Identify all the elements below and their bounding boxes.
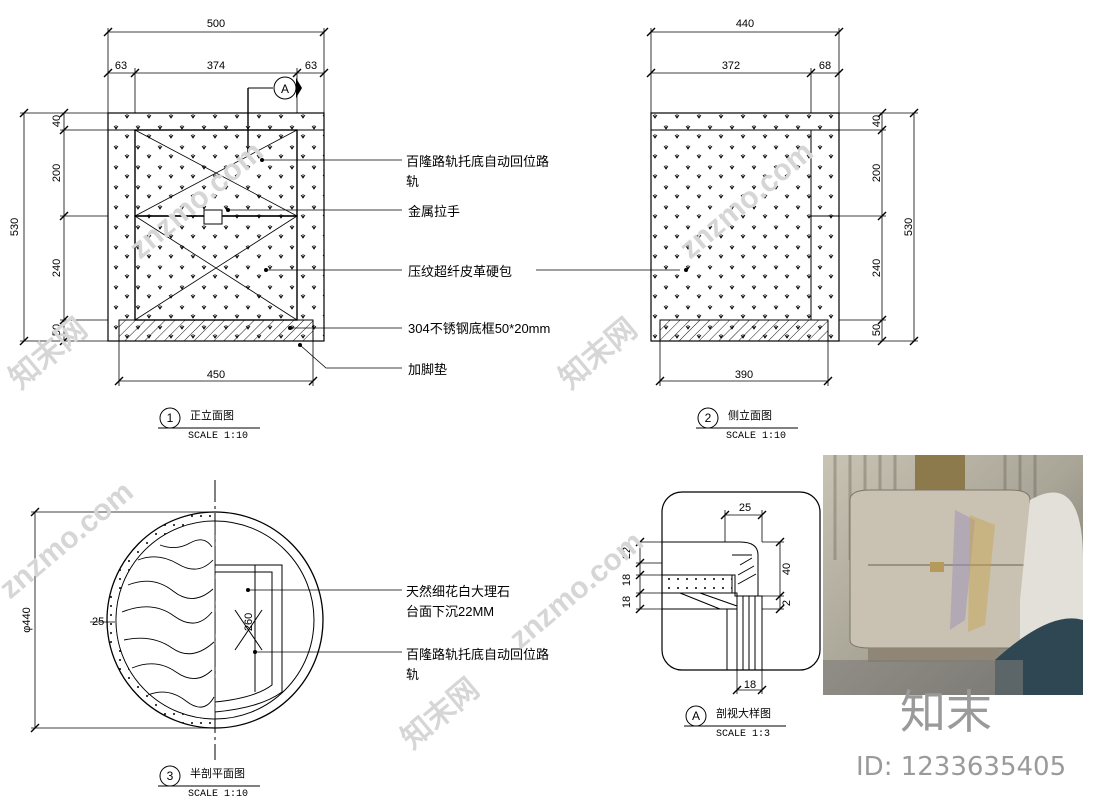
front-caption-title: 正立面图 [190, 408, 234, 422]
watermark-brand-1: 知末网 [3, 312, 93, 395]
detail-caption-title: 剖视大样图 [716, 706, 771, 720]
front-dim-total-width: 500 [207, 18, 225, 30]
front-cabinet-body [107, 112, 325, 342]
front-elevation: 500 63 374 63 450 530 40 200 240 50 A [9, 18, 688, 442]
callout-rail2-line2: 轨 [406, 667, 419, 682]
side-dim-h3: 240 [871, 259, 883, 277]
callouts: 百隆路轨托底自动回位路 轨 金属拉手 压纹超纤皮革硬包 304不锈钢底框50*2… [406, 154, 550, 682]
plan-dim-drawer: 260 [243, 613, 255, 631]
side-top-band [650, 112, 840, 131]
detail-caption-number: A [692, 709, 700, 723]
plan-marble-top [115, 520, 216, 720]
callout-handle: 金属拉手 [408, 204, 460, 219]
front-dim-side-left: 63 [115, 60, 127, 72]
front-dim-h1: 40 [51, 115, 63, 127]
front-caption: 1 正立面图 SCALE 1:10 [158, 407, 260, 442]
front-metal-handle [203, 209, 223, 225]
side-caption-number: 2 [705, 411, 712, 425]
watermark-logo: 知末 [900, 686, 992, 738]
front-dim-bottom-width: 450 [207, 369, 225, 381]
plan-caption: 3 半剖平面图 SCALE 1:10 [158, 765, 260, 800]
watermark-id: ID: 1233635405 [856, 752, 1066, 782]
plan-dim-offset: 25 [92, 616, 104, 628]
callout-foot: 加脚垫 [408, 362, 447, 377]
plan-dim-diameter: φ440 [21, 607, 33, 633]
side-caption-scale: SCALE 1:10 [726, 431, 786, 442]
detail-dim-right40: 40 [781, 563, 793, 575]
detail-dim-top: 25 [739, 502, 751, 514]
detail-dim-h18a: 18 [621, 574, 633, 586]
section-marker-label: A [281, 82, 289, 96]
front-dim-side-right: 63 [305, 60, 317, 72]
detail-dim-h18b: 18 [621, 596, 633, 608]
side-base-frame [659, 319, 829, 342]
callout-marble-line1: 天然细花白大理石 [406, 584, 510, 599]
callout-marble-line2: 台面下沉22MM [406, 604, 494, 619]
side-elevation: 440 372 68 390 530 40 200 240 50 2 侧立面图 … [646, 18, 919, 442]
side-dim-h1: 40 [871, 115, 883, 127]
detail-caption: A 剖视大样图 SCALE 1:3 [684, 705, 786, 740]
side-dim-center: 372 [722, 60, 740, 72]
side-dim-side-right: 68 [819, 60, 831, 72]
watermark-site-2: znzmo.com [503, 525, 649, 655]
front-dim-center: 374 [207, 60, 225, 72]
reference-photo [823, 455, 1083, 695]
callout-frame: 304不锈钢底框50*20mm [408, 321, 550, 336]
front-base-frame [118, 319, 314, 342]
side-dim-total-width: 440 [736, 18, 754, 30]
watermark-brand-3: 知末网 [395, 672, 485, 755]
side-dim-h4: 50 [871, 324, 883, 336]
side-caption: 2 侧立面图 SCALE 1:10 [696, 407, 798, 442]
plan-view: φ440 25 260 3 半剖平面图 SCALE 1:10 [21, 480, 402, 800]
callout-rail2-line1: 百隆路轨托底自动回位路 [406, 647, 549, 662]
front-dim-h3: 240 [51, 259, 63, 277]
side-dim-height-total: 530 [903, 218, 915, 236]
plan-caption-number: 3 [167, 769, 174, 783]
detail-view: 25 22 18 18 40 2 18 A 剖视大样图 SCALE 1:3 [621, 491, 821, 740]
front-caption-number: 1 [167, 411, 174, 425]
side-dim-h2: 200 [871, 164, 883, 182]
section-marker: A [247, 76, 302, 153]
detail-dim-h22: 22 [621, 547, 633, 559]
side-dim-bottom-width: 390 [735, 369, 753, 381]
side-cabinet-body [650, 112, 840, 342]
plan-caption-scale: SCALE 1:10 [188, 789, 248, 800]
callout-leather: 压纹超纤皮革硬包 [408, 264, 512, 279]
watermark-brand-2: 知末网 [553, 312, 643, 395]
front-dim-height-total: 530 [9, 218, 21, 236]
callout-rail-line1: 百隆路轨托底自动回位路 [406, 154, 549, 169]
detail-dim-right2: 2 [781, 600, 793, 606]
front-dim-h2: 200 [51, 164, 63, 182]
front-dim-h4: 50 [51, 324, 63, 336]
plan-caption-title: 半剖平面图 [190, 766, 245, 780]
detail-dim-bottom: 18 [744, 679, 756, 691]
detail-caption-scale: SCALE 1:3 [716, 729, 770, 740]
side-caption-title: 侧立面图 [728, 408, 772, 422]
callout-rail-line2: 轨 [406, 174, 419, 189]
front-caption-scale: SCALE 1:10 [188, 431, 248, 442]
